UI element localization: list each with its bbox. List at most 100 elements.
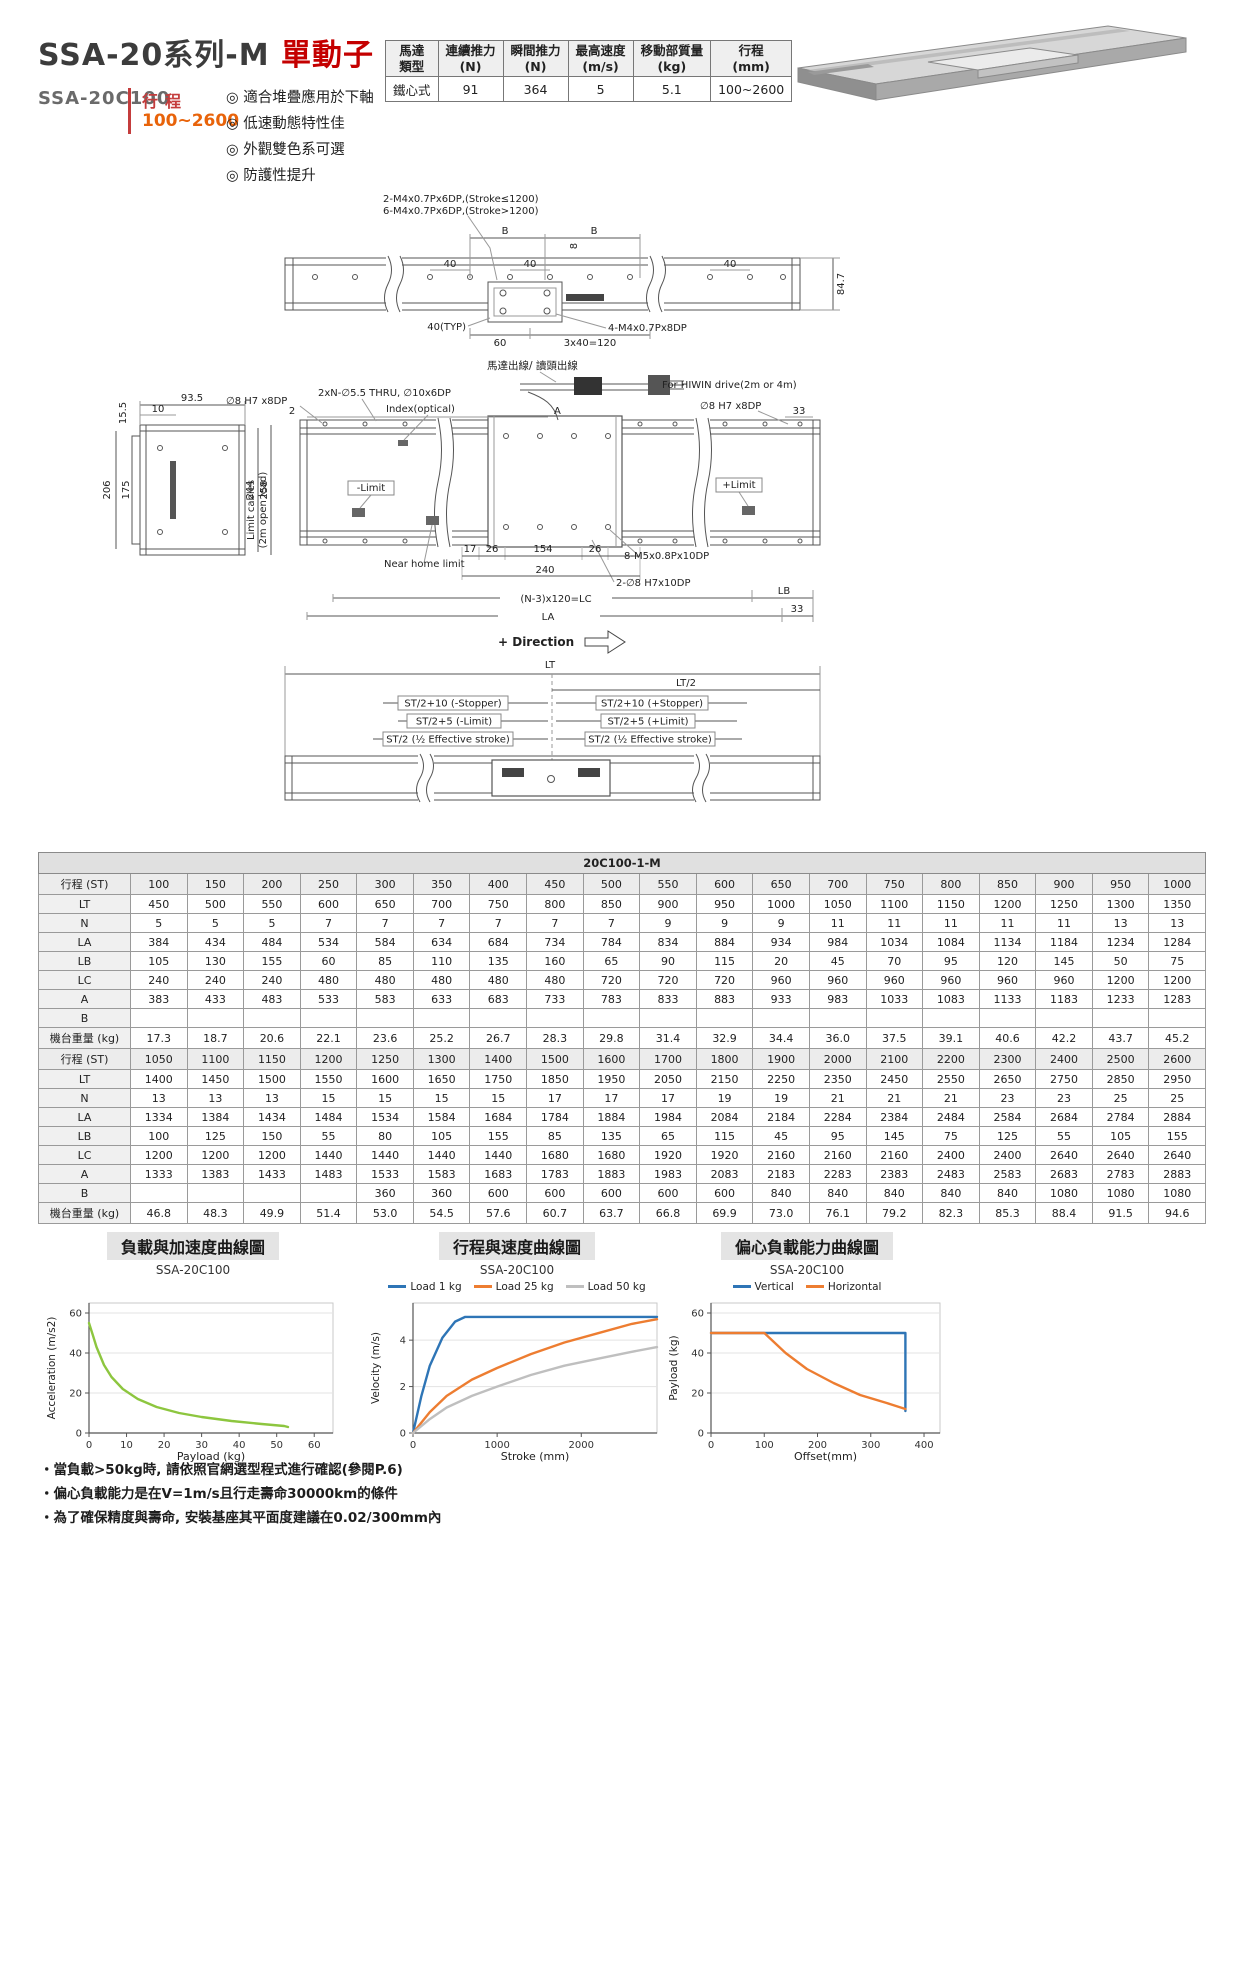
table-cell: 2500: [1091, 1048, 1150, 1070]
dim-label: 8: [569, 243, 580, 249]
header-divider: [128, 88, 131, 134]
table-cell: 650: [356, 894, 414, 914]
table-cell: 13: [186, 1088, 245, 1108]
dim-label: 26: [486, 544, 499, 555]
legend-item: Load 50 kg: [565, 1281, 646, 1293]
table-cell: 34.4: [752, 1027, 810, 1049]
table-cell: 65: [639, 1126, 697, 1146]
table-cell: 85: [526, 1126, 584, 1146]
table-cell: 840: [808, 1183, 867, 1203]
table-cell: 53.0: [356, 1202, 414, 1224]
dim-label: 84.7: [836, 273, 847, 295]
table-cell: 65: [582, 951, 641, 971]
row-label: N: [38, 913, 131, 933]
table-cell: 45: [808, 951, 867, 971]
table-cell: 2783: [1091, 1164, 1150, 1184]
table-cell: 433: [186, 989, 245, 1009]
dim-label: (2m open lead): [258, 472, 269, 549]
table-cell: 1400: [469, 1048, 528, 1070]
spec-header: 行程 (mm): [710, 39, 793, 78]
spec-table: 馬達 類型 連續推力 (N) 瞬間推力 (N) 最高速度 (m/s) 移動部質量…: [385, 39, 793, 103]
table-cell: 840: [752, 1183, 810, 1203]
table-cell: 55: [1035, 1126, 1093, 1146]
row-label: N: [38, 1088, 131, 1108]
chart-subtitle: SSA-20C100: [155, 1263, 231, 1277]
table-cell: 250: [299, 873, 358, 895]
table-cell: [865, 1008, 924, 1028]
dim-label: 2xN-∅5.5 THRU, ∅10x6DP: [318, 388, 451, 399]
table-cell: 950: [1091, 873, 1150, 895]
row-label: LC: [38, 1145, 131, 1165]
table-cell: 480: [412, 970, 471, 990]
table-cell: 1133: [978, 989, 1037, 1009]
table-cell: 79.2: [865, 1202, 924, 1224]
table-cell: 2683: [1035, 1164, 1093, 1184]
table-cell: 32.9: [695, 1027, 754, 1049]
svg-text:0: 0: [86, 1440, 92, 1451]
table-cell: 933: [752, 989, 810, 1009]
table-cell: 383: [130, 989, 188, 1009]
table-cell: 46.8: [130, 1202, 188, 1224]
dim-label: LB: [778, 586, 791, 597]
table-cell: 100: [130, 1126, 188, 1146]
table-cell: [186, 1008, 245, 1028]
row-label: LT: [38, 1069, 131, 1089]
table-cell: 534: [299, 932, 358, 952]
table-cell: 2400: [978, 1145, 1037, 1165]
row-label: LT: [38, 894, 131, 914]
table-cell: 76.1: [808, 1202, 867, 1224]
table-cell: 683: [469, 989, 528, 1009]
table-cell: 7: [469, 913, 528, 933]
table-cell: 2050: [639, 1069, 697, 1089]
product-body: [797, 25, 1187, 101]
table-cell: 1200: [186, 1145, 245, 1165]
svg-text:20: 20: [691, 1389, 704, 1400]
table-cell: 960: [1035, 970, 1093, 990]
dim-label: 258: [259, 480, 270, 499]
svg-text:400: 400: [914, 1440, 933, 1451]
table-cell: 1350: [1148, 894, 1206, 914]
svg-text:Offset(mm): Offset(mm): [793, 1450, 856, 1463]
table-cell: 11: [922, 913, 980, 933]
table-cell: 105: [412, 1126, 471, 1146]
table-cell: 2750: [1035, 1069, 1093, 1089]
direction-label: + Direction: [498, 635, 574, 649]
table-cell: 49.9: [243, 1202, 301, 1224]
table-cell: 1200: [978, 894, 1037, 914]
table-cell: 1433: [243, 1164, 301, 1184]
table-cell: 1183: [1035, 989, 1093, 1009]
table-cell: 11: [978, 913, 1037, 933]
table-cell: 17: [582, 1088, 641, 1108]
table-cell: 60: [299, 951, 358, 971]
table-cell: 23.6: [356, 1027, 414, 1049]
table-cell: 1200: [1148, 970, 1206, 990]
table-cell: 1233: [1091, 989, 1150, 1009]
table-cell: 2384: [865, 1107, 924, 1127]
table-cell: 100: [130, 873, 188, 895]
table-cell: 840: [865, 1183, 924, 1203]
table-cell: 1900: [752, 1048, 810, 1070]
legend-item: Load 25 kg: [473, 1281, 554, 1293]
table-cell: 960: [808, 970, 867, 990]
table-cell: [1091, 1008, 1150, 1028]
table-cell: [978, 1008, 1037, 1028]
svg-text:100: 100: [754, 1440, 773, 1451]
table-cell: 115: [695, 1126, 754, 1146]
table-cell: 850: [582, 894, 641, 914]
spec-value: 鐵心式: [385, 76, 439, 103]
dim-label: 206: [102, 480, 113, 499]
table-cell: 2350: [808, 1069, 867, 1089]
chart-subtitle: SSA-20C100: [479, 1263, 555, 1277]
table-cell: 2850: [1091, 1069, 1150, 1089]
table-cell: 1284: [1148, 932, 1206, 952]
dim-label: 2: [289, 406, 295, 417]
table-cell: 1100: [865, 894, 924, 914]
table-cell: 29.8: [582, 1027, 641, 1049]
table-cell: 60.7: [526, 1202, 584, 1224]
table-cell: 1583: [412, 1164, 471, 1184]
table-cell: 960: [922, 970, 980, 990]
